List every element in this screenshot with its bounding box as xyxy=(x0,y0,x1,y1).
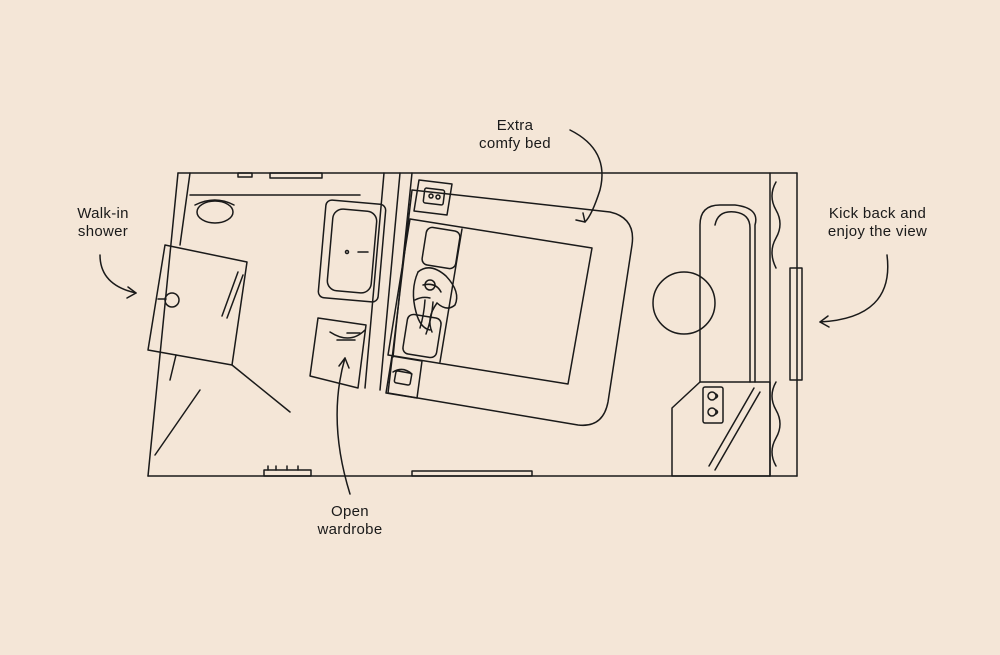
desk xyxy=(671,381,771,477)
round-table-icon xyxy=(652,271,716,335)
bed-frame xyxy=(387,189,634,427)
arrow-icon xyxy=(819,254,889,328)
callout-view-line-1: Kick back and xyxy=(828,205,927,222)
radio-icon xyxy=(413,179,453,216)
callout-shower-line-2: shower xyxy=(77,223,129,240)
wardrobe-shelf xyxy=(309,317,367,389)
window-icon xyxy=(789,267,803,381)
arrow-icon xyxy=(99,254,137,299)
bottom-door xyxy=(411,470,533,477)
callout-open-wardrobe: Open wardrobe xyxy=(290,503,410,539)
callout-extra-comfy-bed: Extra comfy bed xyxy=(440,117,590,153)
bathtub-icon xyxy=(317,199,387,303)
callout-shower-line-1: Walk-in xyxy=(77,205,129,222)
callout-wardrobe-line-1: Open xyxy=(331,503,369,520)
callout-bed-line-2: comfy bed xyxy=(479,135,551,152)
callout-bed-line-1: Extra xyxy=(496,117,534,134)
callout-view-line-2: enjoy the view xyxy=(827,223,928,240)
coffee-cup-icon xyxy=(702,386,724,424)
arrow-icon xyxy=(569,129,603,223)
entry-door-lines xyxy=(154,354,291,456)
curtain-icon xyxy=(771,181,781,467)
person-sleeping-icon xyxy=(412,267,458,335)
bottom-heater xyxy=(263,465,312,477)
toilet-icon xyxy=(194,199,235,224)
callout-walk-in-shower: Walk-in shower xyxy=(48,205,158,241)
callout-enjoy-the-view: Kick back and enjoy the view xyxy=(800,205,955,241)
callout-wardrobe-line-2: wardrobe xyxy=(317,521,383,538)
wall-vent-right xyxy=(269,172,323,179)
window-seat-icon xyxy=(699,204,757,383)
wall-vent-left xyxy=(237,172,253,178)
pillow-icon xyxy=(402,226,461,359)
arrow-icon xyxy=(336,357,351,495)
